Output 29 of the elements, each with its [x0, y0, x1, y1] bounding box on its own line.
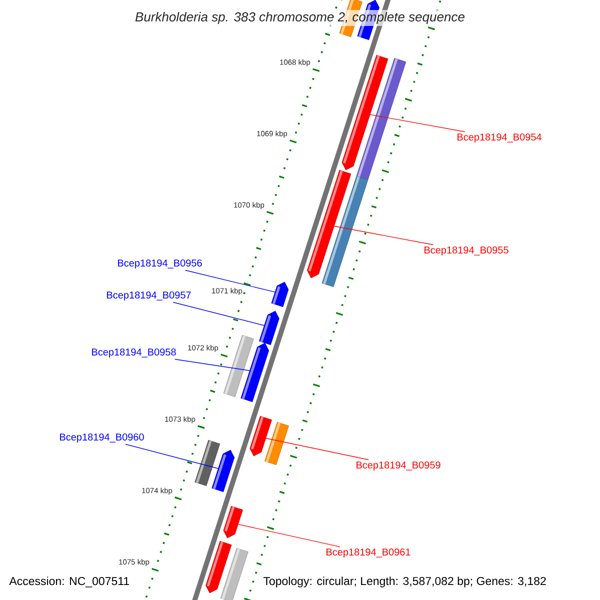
leader-line [125, 444, 219, 469]
leader-line [370, 114, 466, 132]
footer-text: Accession: NC_007511 [9, 576, 130, 588]
title: Burkholderia sp. 383 chromosome 2, complete sequence [133, 10, 467, 26]
gene-bar [356, 58, 406, 180]
leader-line [265, 438, 369, 460]
leader-line [334, 226, 434, 246]
gene-label: Bcep18194_B0956 [118, 259, 202, 269]
gene-label: Bcep18194_B0954 [458, 133, 542, 143]
gene-label: Bcep18194_B0961 [326, 548, 410, 558]
leader-line [174, 358, 250, 371]
gene-label: Bcep18194_B0957 [107, 291, 191, 301]
leader-line [238, 524, 340, 548]
footer-text: Topology: circular; Length: 3,587,082 bp; Genes: 3,182 [263, 576, 546, 588]
gene-label: Bcep18194_B0960 [60, 433, 144, 443]
gene-block [240, 342, 270, 402]
gene-block [259, 310, 280, 346]
gene-bar [264, 422, 289, 466]
gene-label: Bcep18194_B0959 [356, 461, 440, 471]
gene-label: Bcep18194_B0955 [424, 246, 508, 256]
gene-block [223, 506, 243, 538]
leader-line [172, 302, 265, 326]
gene-block [212, 450, 235, 492]
gene-block [271, 282, 289, 308]
gene-bar [322, 176, 368, 288]
gene-label: Bcep18194_B0958 [92, 348, 176, 358]
gene-block [250, 416, 272, 456]
gene-bar [220, 548, 248, 600]
leader-line [184, 270, 276, 292]
